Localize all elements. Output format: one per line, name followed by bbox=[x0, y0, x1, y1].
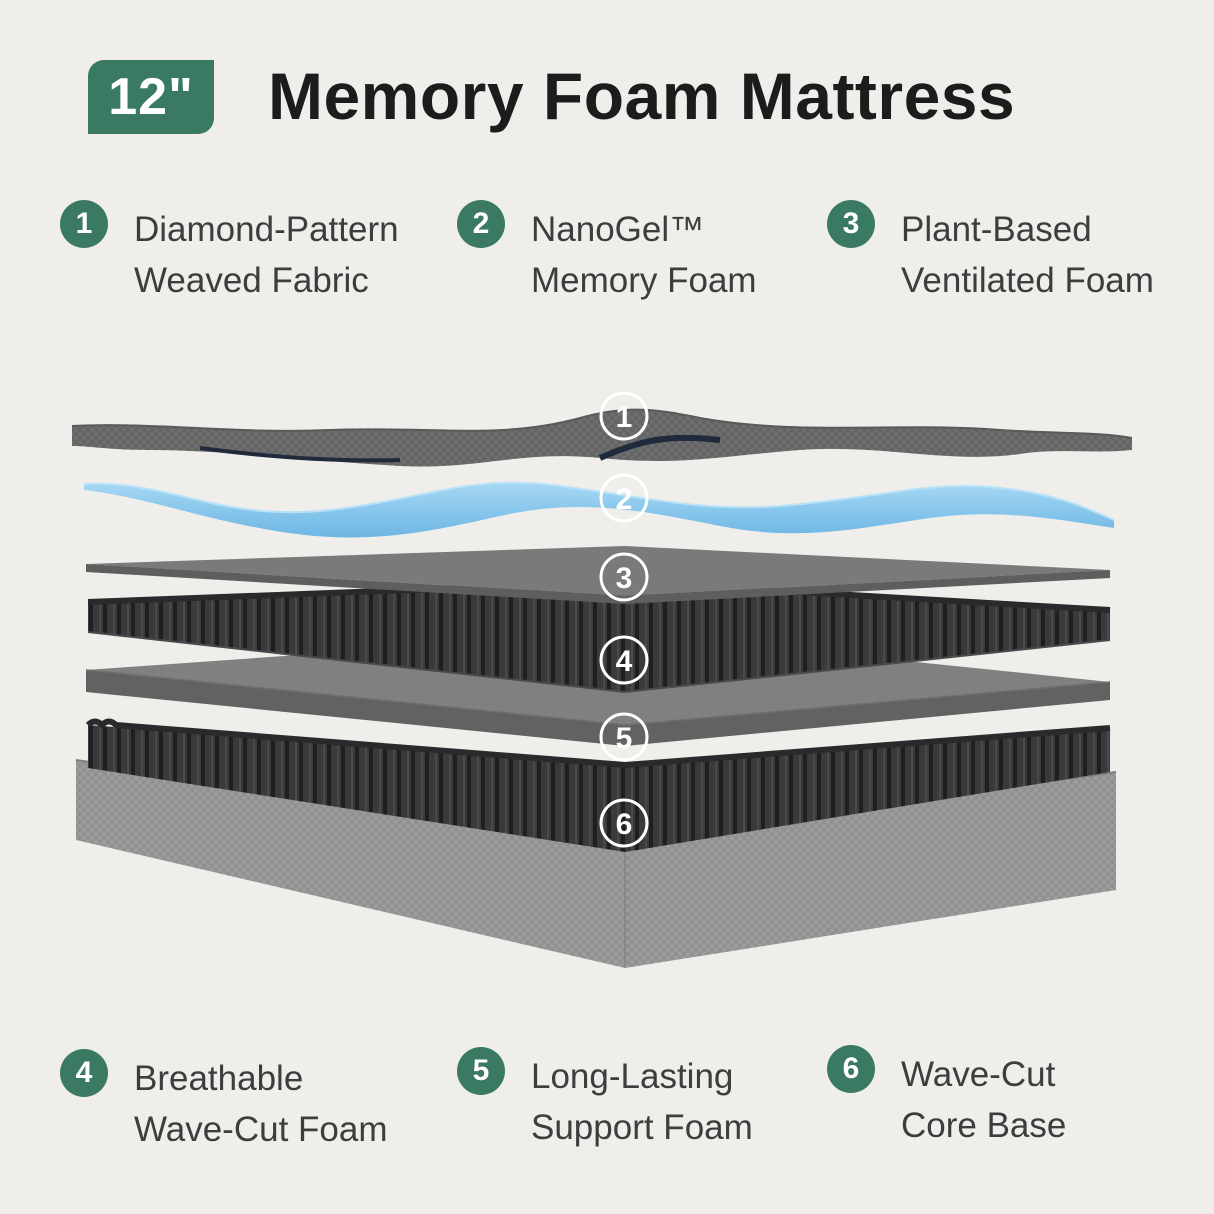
layer-2-nanogel-foam bbox=[83, 481, 1115, 538]
number-badge: 6 bbox=[827, 1045, 875, 1093]
feature-label-line1: Long-Lasting bbox=[531, 1057, 734, 1096]
layer-1-diamond-fabric bbox=[71, 408, 1133, 467]
number-badge: 4 bbox=[60, 1049, 108, 1097]
feature-label: Plant-Based Ventilated Foam bbox=[901, 204, 1154, 306]
layer-marker-4: 4 bbox=[599, 635, 649, 685]
layer-marker-number: 6 bbox=[616, 808, 633, 841]
feature-label-line2: Support Foam bbox=[531, 1108, 753, 1147]
feature-label-line2: Memory Foam bbox=[531, 261, 757, 300]
layer-marker-5: 5 bbox=[599, 712, 649, 762]
layer-marker-1: 1 bbox=[599, 391, 649, 441]
feature-label-line2: Ventilated Foam bbox=[901, 261, 1154, 300]
feature-item-nanogel-foam: 2 NanoGel™ Memory Foam bbox=[457, 200, 757, 306]
feature-label-line1: Wave-Cut bbox=[901, 1055, 1056, 1094]
feature-label-line2: Core Base bbox=[901, 1106, 1067, 1145]
feature-label-line1: Diamond-Pattern bbox=[134, 210, 399, 249]
number-badge: 3 bbox=[827, 200, 875, 248]
feature-label-line2: Wave-Cut Foam bbox=[134, 1110, 388, 1149]
size-badge: 12" bbox=[88, 60, 214, 134]
layer-marker-number: 4 bbox=[616, 645, 633, 678]
feature-label-line2: Weaved Fabric bbox=[134, 261, 369, 300]
layer-marker-number: 1 bbox=[616, 401, 633, 434]
feature-label: Breathable Wave-Cut Foam bbox=[134, 1053, 387, 1155]
feature-label: Wave-Cut Core Base bbox=[901, 1049, 1066, 1151]
feature-label: NanoGel™ Memory Foam bbox=[531, 204, 757, 306]
layer-3-plant-based-foam bbox=[86, 546, 1110, 604]
mattress-layers-diagram: 1 2 3 4 5 6 bbox=[0, 370, 1214, 990]
number-badge: 2 bbox=[457, 200, 505, 248]
feature-label: Long-Lasting Support Foam bbox=[531, 1051, 753, 1153]
feature-item-core-base: 6 Wave-Cut Core Base bbox=[827, 1045, 1066, 1151]
feature-label-line1: NanoGel™ bbox=[531, 210, 705, 249]
layer-marker-number: 2 bbox=[616, 483, 633, 516]
number-badge: 1 bbox=[60, 200, 108, 248]
layer-6-core-base bbox=[75, 718, 1117, 968]
page-title: Memory Foam Mattress bbox=[268, 59, 1016, 133]
layer-marker-3: 3 bbox=[599, 552, 649, 602]
layer-marker-number: 3 bbox=[616, 562, 633, 595]
feature-item-wave-cut-foam: 4 Breathable Wave-Cut Foam bbox=[60, 1049, 387, 1155]
layer-marker-number: 5 bbox=[616, 722, 633, 755]
feature-item-support-foam: 5 Long-Lasting Support Foam bbox=[457, 1047, 753, 1153]
layer-marker-6: 6 bbox=[599, 798, 649, 848]
number-badge: 5 bbox=[457, 1047, 505, 1095]
feature-item-diamond-fabric: 1 Diamond-Pattern Weaved Fabric bbox=[60, 200, 399, 306]
feature-item-plant-based-foam: 3 Plant-Based Ventilated Foam bbox=[827, 200, 1154, 306]
feature-label: Diamond-Pattern Weaved Fabric bbox=[134, 204, 399, 306]
feature-label-line1: Breathable bbox=[134, 1059, 304, 1098]
layer-marker-2: 2 bbox=[599, 473, 649, 523]
feature-label-line1: Plant-Based bbox=[901, 210, 1092, 249]
